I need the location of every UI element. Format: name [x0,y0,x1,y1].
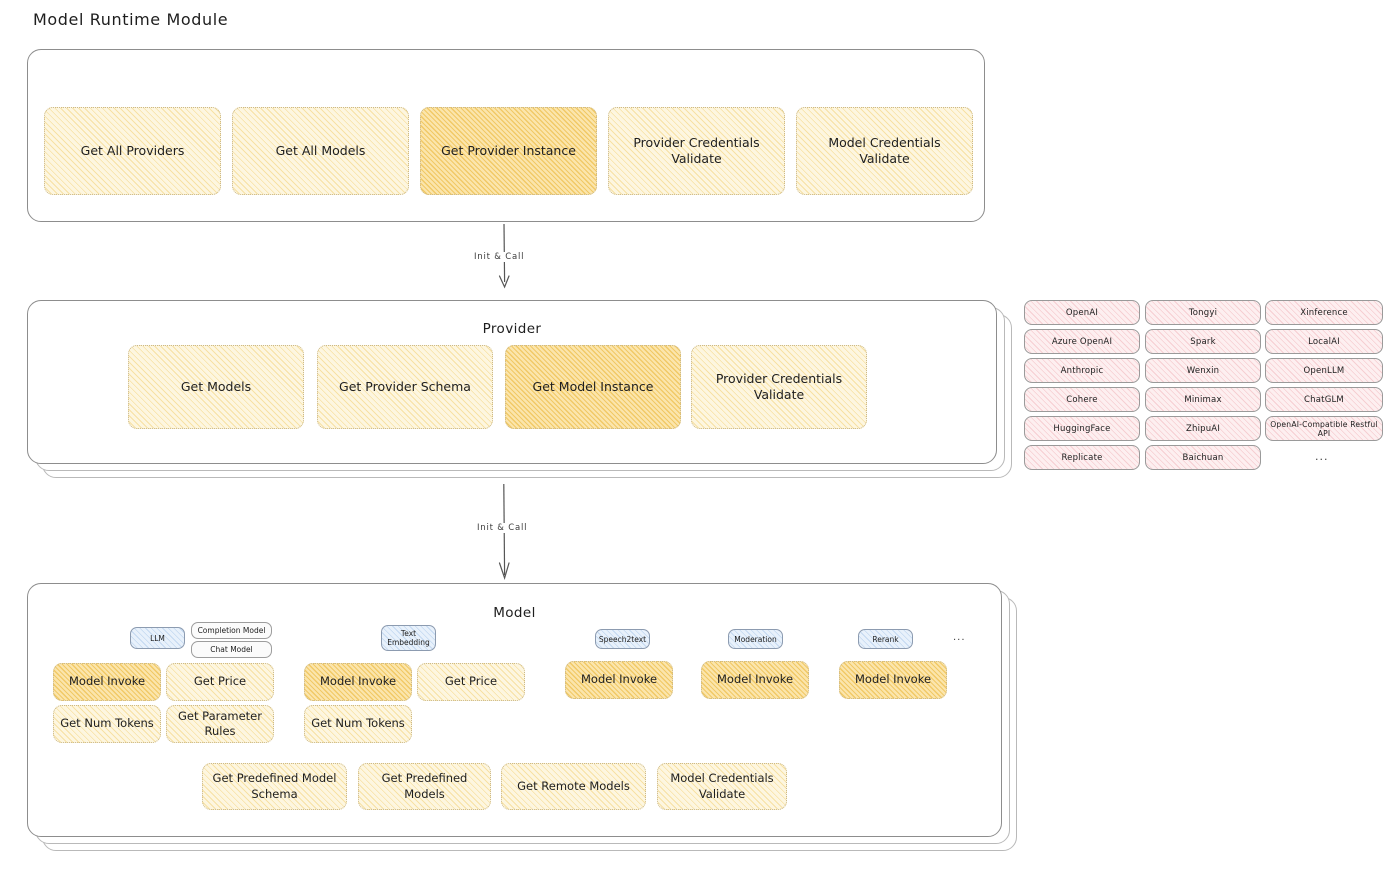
provider-list: OpenAI Azure OpenAI Anthropic Cohere Hug… [1024,300,1384,475]
model-type-badge-speech2text[interactable]: Speech2text [595,629,650,649]
model-method-llm-get-num-tokens[interactable]: Get Num Tokens [53,705,161,743]
model-type-badge-rerank[interactable]: Rerank [858,629,913,649]
model-shared-method-get-remote-models[interactable]: Get Remote Models [501,763,646,810]
provider-panel: Provider Get Models Get Provider Schema … [27,300,1012,478]
provider-chip-baichuan[interactable]: Baichuan [1145,445,1261,470]
model-method-speech2text-model-invoke[interactable]: Model Invoke [565,661,673,699]
provider-chip-xinference[interactable]: Xinference [1265,300,1383,325]
provider-chip-spark[interactable]: Spark [1145,329,1261,354]
provider-panel-title: Provider [482,321,542,337]
provider-chip-openai[interactable]: OpenAI [1024,300,1140,325]
provider-chip-zhipuai[interactable]: ZhipuAI [1145,416,1261,441]
provider-method-get-models[interactable]: Get Models [128,345,304,429]
arrow-provider-to-model [498,483,510,580]
provider-method-get-model-instance[interactable]: Get Model Instance [505,345,681,429]
model-shared-method-get-predefined-model-schema[interactable]: Get Predefined Model Schema [202,763,347,810]
factory-method-get-all-models[interactable]: Get All Models [232,107,409,195]
provider-chip-tongyi[interactable]: Tongyi [1145,300,1261,325]
provider-chip-minimax[interactable]: Minimax [1145,387,1261,412]
provider-chip-openai-compatible-restful-api[interactable]: OpenAI-Compatible Restful API [1265,416,1383,441]
model-type-badge-text-embedding[interactable]: Text Embedding [381,625,436,651]
model-panel-title: Model [493,605,536,621]
provider-list-more: ... [1315,450,1329,463]
factory-method-model-credentials-validate[interactable]: Model Credentials Validate [796,107,973,195]
factory-method-get-all-providers[interactable]: Get All Providers [44,107,221,195]
model-type-badge-moderation[interactable]: Moderation [728,629,783,649]
model-type-badge-llm[interactable]: LLM [130,627,185,649]
arrow-label-factory-to-provider: Init & Call [471,252,528,262]
model-types-more: ... [953,632,966,643]
model-method-text-embedding-get-num-tokens[interactable]: Get Num Tokens [304,705,412,743]
provider-chip-anthropic[interactable]: Anthropic [1024,358,1140,383]
provider-method-get-provider-schema[interactable]: Get Provider Schema [317,345,493,429]
provider-chip-huggingface[interactable]: HuggingFace [1024,416,1140,441]
provider-chip-cohere[interactable]: Cohere [1024,387,1140,412]
factory-method-get-provider-instance[interactable]: Get Provider Instance [420,107,597,195]
model-shared-method-get-predefined-models[interactable]: Get Predefined Models [358,763,491,810]
provider-chip-chatglm[interactable]: ChatGLM [1265,387,1383,412]
provider-chip-wenxin[interactable]: Wenxin [1145,358,1261,383]
model-shared-method-model-credentials-validate[interactable]: Model Credentials Validate [657,763,787,810]
model-subtype-badge-completion-model[interactable]: Completion Model [191,622,272,639]
model-method-llm-get-parameter-rules[interactable]: Get Parameter Rules [166,705,274,743]
model-method-text-embedding-get-price[interactable]: Get Price [417,663,525,701]
model-method-llm-get-price[interactable]: Get Price [166,663,274,701]
arrow-label-provider-to-model: Init & Call [474,523,531,533]
model-provider-factory-panel: Model Provider Factory Get All Providers… [27,49,985,222]
provider-chip-openllm[interactable]: OpenLLM [1265,358,1383,383]
model-method-llm-model-invoke[interactable]: Model Invoke [53,663,161,701]
provider-method-provider-credentials-validate[interactable]: Provider Credentials Validate [691,345,867,429]
page-title: Model Runtime Module [33,10,229,29]
provider-chip-azure-openai[interactable]: Azure OpenAI [1024,329,1140,354]
provider-chip-replicate[interactable]: Replicate [1024,445,1140,470]
provider-chip-localai[interactable]: LocalAI [1265,329,1383,354]
model-panel: Model LLM Completion Model Chat Model Mo… [27,583,1017,851]
factory-method-provider-credentials-validate[interactable]: Provider Credentials Validate [608,107,785,195]
model-method-rerank-model-invoke[interactable]: Model Invoke [839,661,947,699]
model-subtype-badge-chat-model[interactable]: Chat Model [191,641,272,658]
model-method-moderation-model-invoke[interactable]: Model Invoke [701,661,809,699]
model-method-text-embedding-model-invoke[interactable]: Model Invoke [304,663,412,701]
